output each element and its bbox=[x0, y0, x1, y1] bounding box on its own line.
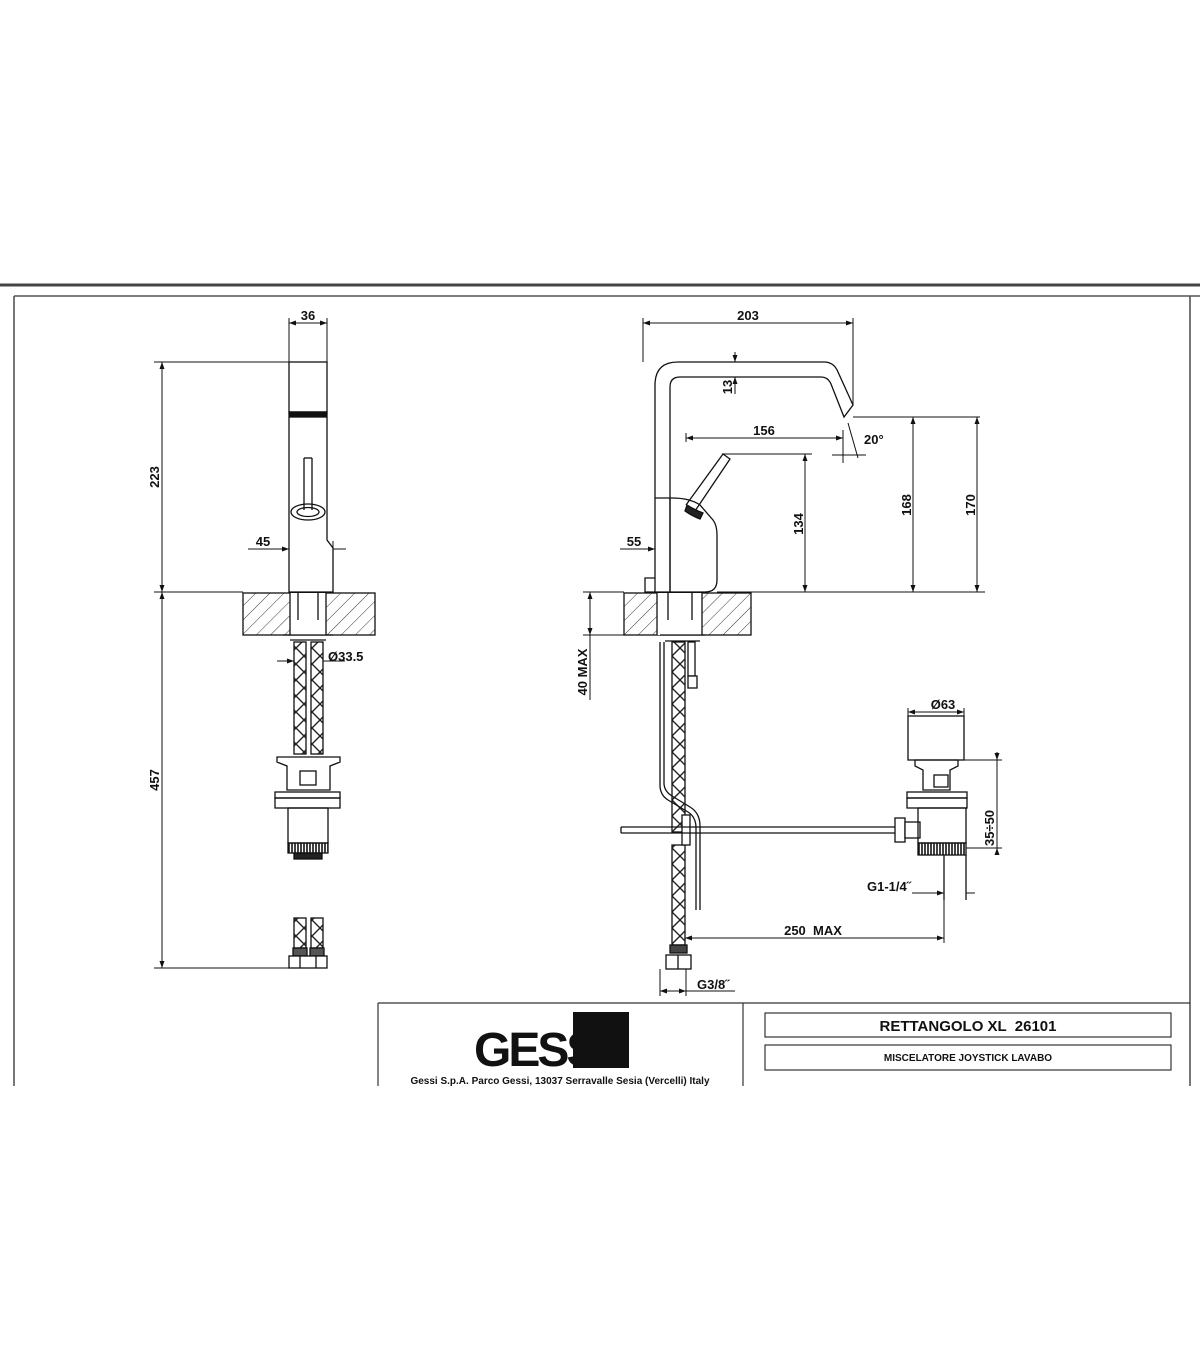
company-address: Gessi S.p.A. Parco Gessi, 13037 Serraval… bbox=[410, 1076, 710, 1087]
dim-total-height: 170 bbox=[963, 494, 978, 516]
front-spout bbox=[288, 361, 328, 413]
dim-front-width: 36 bbox=[301, 308, 315, 323]
model-title: RETTANGOLO XL 26101 bbox=[880, 1018, 1057, 1035]
gessi-logo: GESSI bbox=[474, 1024, 606, 1077]
dim-deck-thickness: 40 MAX bbox=[575, 648, 590, 695]
dim-base-offset: 55 bbox=[627, 534, 641, 549]
dim-waste-diameter: Ø63 bbox=[931, 697, 956, 712]
front-waste-thread bbox=[287, 842, 329, 854]
front-hose-right bbox=[310, 641, 324, 755]
dim-front-height: 223 bbox=[147, 466, 162, 488]
dim-hose-diameter: Ø33.5 bbox=[328, 649, 363, 664]
dim-side-width: 203 bbox=[737, 308, 759, 323]
dim-waste-range: 35÷50 bbox=[982, 810, 997, 846]
front-hose-left bbox=[293, 641, 307, 755]
dim-handle-height: 134 bbox=[791, 512, 806, 534]
front-dimension-labels: 36 223 457 45 Ø33.5 bbox=[147, 308, 363, 791]
dim-outlet-height: 168 bbox=[899, 494, 914, 516]
front-body bbox=[288, 417, 334, 593]
side-lever bbox=[685, 453, 731, 512]
model-box bbox=[764, 1012, 1172, 1038]
logo-square bbox=[573, 1012, 629, 1068]
side-spout bbox=[654, 361, 854, 592]
front-hose-nut bbox=[288, 955, 328, 969]
front-view bbox=[242, 361, 376, 969]
side-body bbox=[644, 497, 718, 593]
side-view bbox=[620, 361, 968, 970]
dim-spout-reach: 156 bbox=[753, 423, 775, 438]
dim-front-body-width: 45 bbox=[256, 534, 270, 549]
side-waste-cap bbox=[907, 715, 965, 761]
dim-spout-offset: 13 bbox=[720, 380, 735, 394]
front-dimensions bbox=[154, 318, 346, 969]
model-description: MISCELATORE JOYSTICK LAVABO bbox=[884, 1053, 1052, 1064]
dim-spout-angle: 20° bbox=[864, 432, 884, 447]
description-box bbox=[764, 1044, 1172, 1071]
dim-hose-thread: G3/8˝ bbox=[697, 977, 730, 992]
side-hose bbox=[671, 641, 686, 833]
sheet-frame bbox=[0, 283, 1200, 1086]
side-pull-rod bbox=[659, 642, 697, 910]
front-handle-knob bbox=[290, 503, 326, 521]
side-dimension-labels: 203 13 156 20° 134 168 170 55 40 MAX Ø63… bbox=[575, 308, 997, 992]
title-block bbox=[377, 1002, 1190, 1086]
front-waste-top bbox=[276, 756, 341, 791]
dim-front-total-height: 457 bbox=[147, 769, 162, 791]
side-waste-thread bbox=[917, 842, 967, 856]
side-dimensions bbox=[583, 318, 1002, 996]
dim-waste-thread: G1-1/4˝ bbox=[867, 879, 912, 894]
dim-rod-length: 250 MAX bbox=[784, 923, 842, 938]
